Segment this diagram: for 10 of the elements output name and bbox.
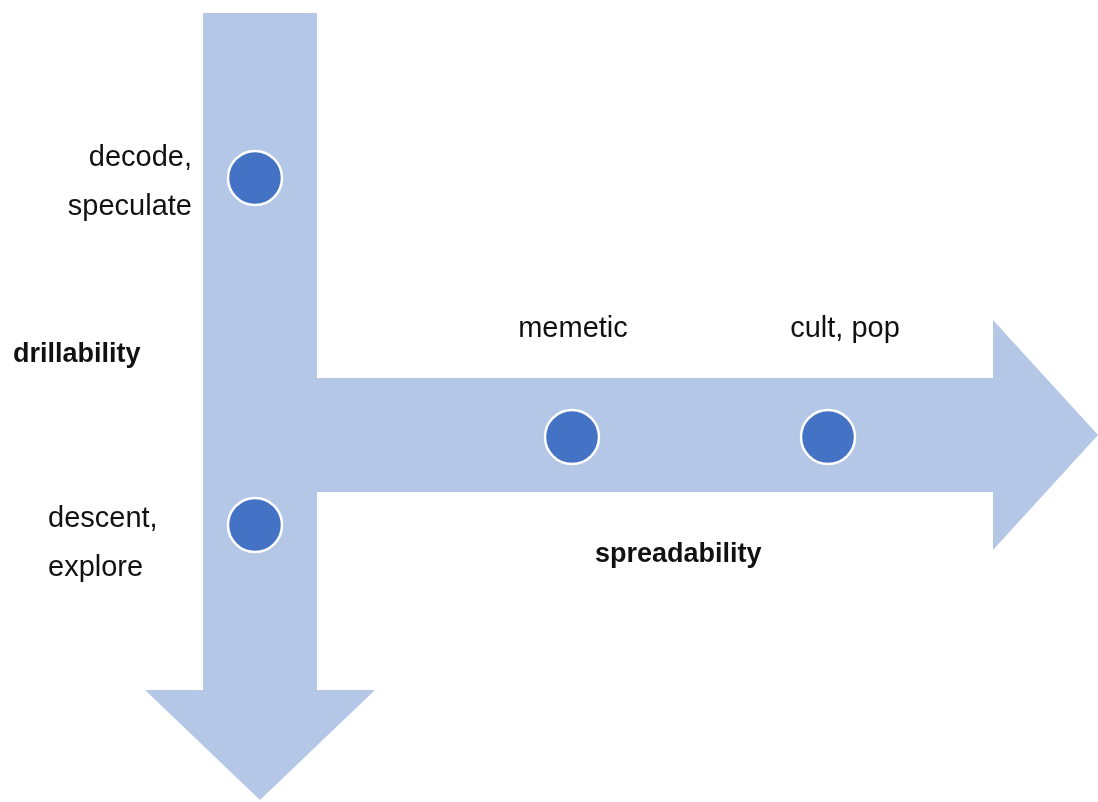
point-label: memetic (517, 310, 629, 345)
circle-marker (227, 497, 283, 553)
circle-marker (800, 409, 856, 465)
circle-marker (227, 150, 283, 206)
point-label: decode, speculate (66, 139, 192, 223)
circle-marker (544, 409, 600, 465)
point-label: descent, explore (48, 500, 159, 584)
axis-label: spreadability (595, 538, 762, 569)
axis-label: drillability (13, 338, 141, 369)
point-label: cult, pop (789, 310, 901, 345)
